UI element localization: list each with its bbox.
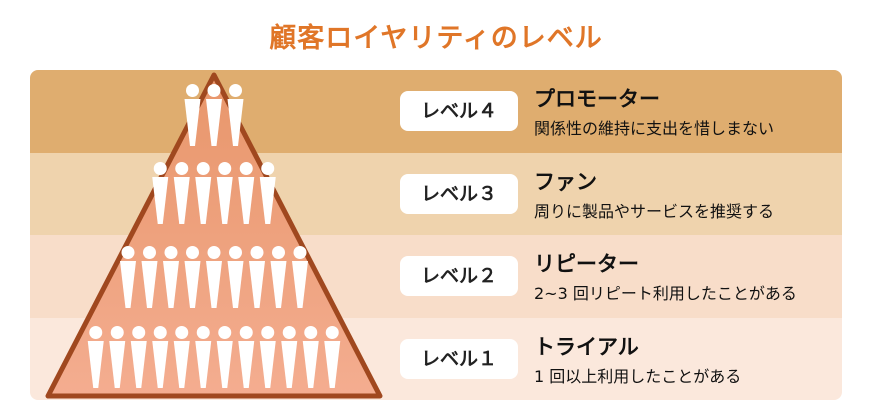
person-icon (173, 326, 190, 388)
person-icon (227, 246, 244, 308)
person-icon (195, 162, 212, 224)
person-icon (259, 162, 276, 224)
diagram-title: 顧客ロイヤリティのレベル (269, 23, 603, 54)
person-icon (292, 246, 308, 308)
level-row-1: レベル１ トライアル 1 回以上利用したことがある (400, 318, 840, 401)
person-icon (216, 162, 233, 224)
person-icon (163, 246, 179, 308)
person-icon (141, 246, 158, 308)
person-icon (270, 246, 287, 308)
person-icon (152, 162, 169, 224)
level-description: 関係性の維持に支出を惜しまない (534, 119, 775, 138)
level-name: トライアル (534, 334, 639, 359)
person-icon (206, 246, 222, 308)
person-icon (238, 326, 255, 388)
level-badge: レベル３ (400, 173, 518, 214)
person-icon (249, 246, 265, 308)
person-icon (324, 326, 341, 388)
person-icon (195, 326, 212, 388)
loyalty-pyramid (45, 72, 383, 399)
person-icon (173, 162, 190, 224)
person-icon (152, 326, 169, 388)
person-icon (227, 84, 244, 146)
level-badge: レベル４ (400, 91, 518, 131)
person-icon (184, 246, 201, 308)
level-row-2: レベル２ リピーター 2~3 回リピート利用したことがある (400, 235, 840, 318)
pyramid-shape (45, 72, 383, 399)
person-icon (130, 326, 147, 388)
level-description: 2~3 回リピート利用したことがある (534, 284, 797, 303)
person-icon (87, 326, 104, 388)
level-description: 1 回以上利用したことがある (534, 366, 742, 386)
level-name: ファン (534, 169, 597, 194)
person-icon (302, 326, 319, 388)
level-name: リピーター (534, 252, 639, 276)
level-row-3: レベル３ ファン 周りに製品やサービスを推奨する (400, 153, 840, 236)
person-icon (238, 162, 255, 224)
person-icon (259, 326, 276, 388)
loyalty-panel: レベル４ プロモーター 関係性の維持に支出を惜しまない レベル３ ファン 周りに… (30, 70, 842, 400)
person-icon (206, 84, 222, 146)
level-name: プロモーター (534, 87, 660, 111)
level-badge: レベル２ (400, 256, 518, 296)
person-icon (281, 326, 298, 388)
person-icon (120, 246, 136, 308)
level-badge: レベル１ (400, 338, 518, 379)
person-icon (184, 84, 201, 146)
level-description: 周りに製品やサービスを推奨する (534, 201, 775, 221)
person-icon (216, 326, 233, 388)
people-layer (87, 84, 341, 388)
level-row-4: レベル４ プロモーター 関係性の維持に支出を惜しまない (400, 70, 840, 153)
person-icon (109, 326, 126, 388)
